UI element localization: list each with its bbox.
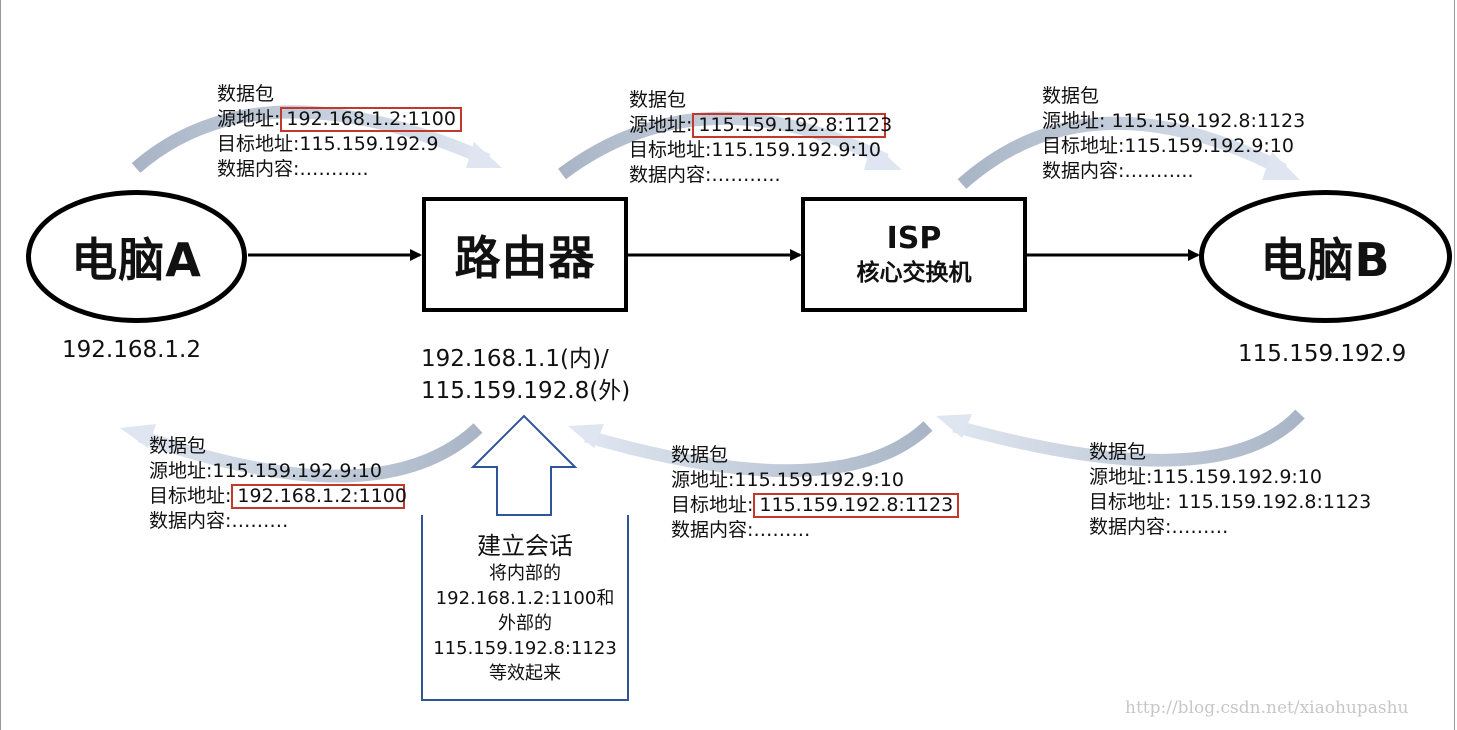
- flow-arc-top-1: [131, 105, 502, 173]
- pc-a-label: 电脑A: [71, 232, 202, 287]
- packet-top-a-to-router: 数据包 源地址:192.168.1.2:1100 目标地址:115.159.19…: [217, 82, 462, 182]
- isp-sublabel: 核心交换机: [856, 259, 972, 286]
- pc-a-ip: 192.168.1.2: [62, 337, 201, 363]
- flow-arc-top-2: [558, 111, 902, 180]
- frame-right-border: [1454, 0, 1455, 730]
- flow-arc-top-3: [957, 116, 1300, 189]
- src-label: 源地址:: [1089, 466, 1153, 488]
- dst-label: 目标地址:: [149, 485, 232, 507]
- flow-arc-bottom-2: [568, 421, 933, 478]
- src-label: 源地址:: [671, 469, 735, 491]
- dst-label: 目标地址:: [671, 494, 754, 516]
- session-up-arrow: [470, 414, 578, 516]
- packet-title: 数据包: [1089, 441, 1147, 463]
- src-address: 115.159.192.9:10: [1152, 466, 1322, 488]
- note-title: 建立会话: [477, 532, 573, 560]
- router-ip-external: 115.159.192.8(外): [421, 378, 631, 404]
- flow-arc-bottom-1: [120, 423, 483, 483]
- flow-arc-bottom-3: [936, 409, 1305, 467]
- packet-content: 数据内容:………: [671, 519, 811, 541]
- src-label: 源地址:: [1042, 110, 1106, 132]
- dst-address: 115.159.192.9:10: [1124, 135, 1294, 157]
- packet-bottom-router-to-a: 数据包 源地址:115.159.192.9:10 目标地址:192.168.1.…: [149, 434, 407, 534]
- isp-node: ISP 核心交换机: [801, 197, 1027, 312]
- router-node: 路由器: [422, 197, 628, 312]
- note-line: 115.159.192.8:1123: [433, 638, 617, 659]
- note-body: 将内部的 192.168.1.2:1100和 外部的 115.159.192.8…: [423, 561, 627, 686]
- packet-content: 数据内容:………..: [217, 158, 369, 180]
- src-address-highlight: 192.168.1.2:1100: [280, 107, 462, 132]
- note-line: 将内部的: [489, 563, 561, 584]
- dst-label: 目标地址:: [629, 139, 712, 161]
- dst-address-highlight: 192.168.1.2:1100: [231, 484, 407, 509]
- packet-title: 数据包: [671, 444, 729, 466]
- pc-b-label: 电脑B: [1260, 232, 1391, 287]
- pc-b-ip: 115.159.192.9: [1238, 341, 1407, 367]
- frame-left-border: [0, 0, 1, 730]
- packet-title: 数据包: [149, 435, 207, 457]
- dst-label: 目标地址:: [1089, 491, 1172, 513]
- src-address: 115.159.192.9:10: [212, 460, 382, 482]
- packet-content: 数据内容:………..: [629, 164, 781, 186]
- packet-title: 数据包: [629, 89, 687, 111]
- dst-label: 目标地址:: [1042, 135, 1125, 157]
- watermark: http://blog.csdn.net/xiaohupashu: [1125, 698, 1409, 718]
- packet-content: 数据内容:………: [149, 510, 289, 532]
- src-label: 源地址:: [217, 108, 281, 130]
- packet-bottom-b-to-isp: 数据包 源地址:115.159.192.9:10 目标地址: 115.159.1…: [1089, 440, 1371, 540]
- dst-label: 目标地址:: [217, 133, 300, 155]
- packet-bottom-isp-to-router: 数据包 源地址:115.159.192.9:10 目标地址:115.159.19…: [671, 443, 960, 543]
- packet-top-isp-to-b: 数据包 源地址: 115.159.192.8:1123 目标地址:115.159…: [1042, 84, 1305, 184]
- pc-b-node: 电脑B: [1199, 190, 1452, 323]
- packet-content: 数据内容:………: [1089, 516, 1229, 538]
- session-note-box: 建立会话 将内部的 192.168.1.2:1100和 外部的 115.159.…: [421, 515, 629, 701]
- dst-address: 115.159.192.8:1123: [1177, 491, 1372, 513]
- note-line: 外部的: [498, 613, 552, 634]
- src-address: 115.159.192.9:10: [734, 469, 904, 491]
- packet-top-router-to-isp: 数据包 源地址:115.159.192.8:1123 目标地址:115.159.…: [629, 88, 892, 188]
- note-line: 192.168.1.2:1100和: [435, 588, 615, 609]
- src-label: 源地址:: [149, 460, 213, 482]
- src-address-highlight: 115.159.192.8:1123: [692, 113, 892, 138]
- router-label: 路由器: [454, 230, 596, 285]
- src-label: 源地址:: [629, 114, 693, 136]
- packet-content: 数据内容:………..: [1042, 160, 1194, 182]
- dst-address: 115.159.192.9: [299, 133, 439, 155]
- packet-title: 数据包: [1042, 85, 1100, 107]
- dst-address-highlight: 115.159.192.8:1123: [753, 493, 960, 518]
- dst-address: 115.159.192.9:10: [711, 139, 881, 161]
- packet-title: 数据包: [217, 83, 275, 105]
- pc-a-node: 电脑A: [26, 190, 247, 323]
- note-line: 等效起来: [489, 663, 561, 684]
- isp-label: ISP: [886, 220, 942, 256]
- router-ip-internal: 192.168.1.1(内)/: [421, 346, 609, 372]
- src-address: 115.159.192.8:1123: [1111, 110, 1306, 132]
